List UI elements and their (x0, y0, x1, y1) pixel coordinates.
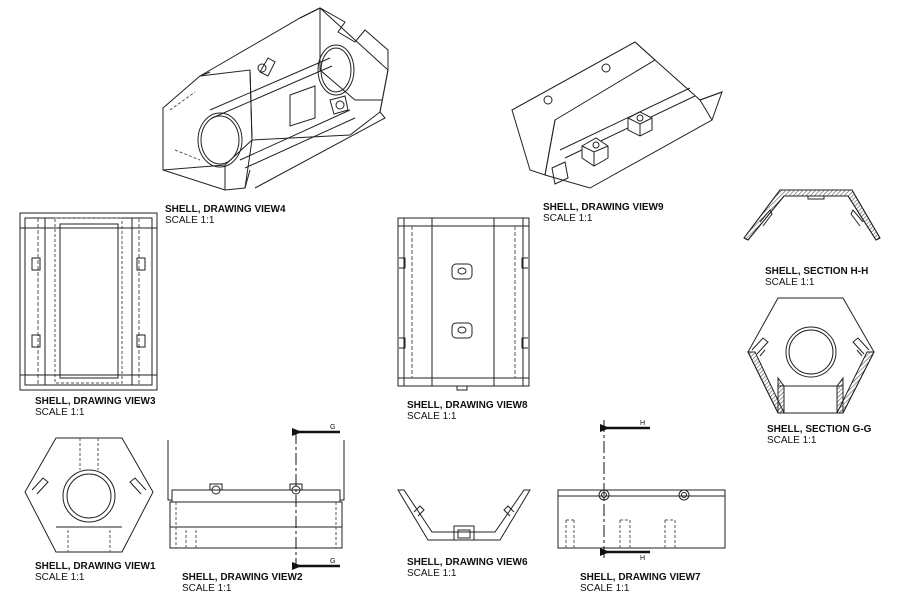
view9-title: SHELL, DRAWING VIEW9 (543, 202, 664, 213)
view2-title: SHELL, DRAWING VIEW2 (182, 572, 303, 583)
section-hh-title: SHELL, SECTION H-H (765, 266, 869, 277)
section-hh (743, 189, 881, 241)
section-gg-caption: SHELL, SECTION G-G SCALE 1:1 (767, 424, 871, 446)
view4-isometric (162, 7, 389, 191)
section-h-top-label: H (640, 420, 645, 427)
view8-title: SHELL, DRAWING VIEW8 (407, 400, 528, 411)
view6-title: SHELL, DRAWING VIEW6 (407, 557, 528, 568)
section-hh-caption: SHELL, SECTION H-H SCALE 1:1 (765, 266, 868, 288)
view8-bottom (397, 217, 530, 391)
view1-scale: SCALE 1:1 (35, 572, 85, 583)
view2-scale: SCALE 1:1 (182, 583, 232, 594)
view3-top (19, 212, 158, 391)
section-gg (747, 297, 875, 414)
view6-scale: SCALE 1:1 (407, 568, 457, 579)
view2-front (167, 440, 345, 549)
view1-end (24, 437, 154, 553)
view7-scale: SCALE 1:1 (580, 583, 630, 594)
view6-end (397, 489, 531, 541)
view9-scale: SCALE 1:1 (543, 213, 593, 224)
view1-caption: SHELL, DRAWING VIEW1 SCALE 1:1 (35, 561, 156, 583)
section-line-h (600, 420, 650, 560)
view2-caption: SHELL, DRAWING VIEW2 SCALE 1:1 (182, 572, 303, 594)
view9-isometric (511, 41, 723, 189)
view9-caption: SHELL, DRAWING VIEW9 SCALE 1:1 (543, 202, 664, 224)
section-g-top-label: G (330, 424, 335, 431)
view4-caption: SHELL, DRAWING VIEW4 SCALE 1:1 (165, 204, 286, 226)
section-gg-title: SHELL, SECTION G-G (767, 424, 872, 435)
view6-caption: SHELL, DRAWING VIEW6 SCALE 1:1 (407, 557, 528, 579)
view7-title: SHELL, DRAWING VIEW7 (580, 572, 701, 583)
view7-side (557, 489, 726, 549)
section-hh-scale: SCALE 1:1 (765, 277, 815, 288)
view1-title: SHELL, DRAWING VIEW1 (35, 561, 156, 572)
section-h-bottom-label: H (640, 555, 645, 562)
view8-caption: SHELL, DRAWING VIEW8 SCALE 1:1 (407, 400, 528, 422)
view3-scale: SCALE 1:1 (35, 407, 85, 418)
view4-scale: SCALE 1:1 (165, 215, 215, 226)
section-line-g (292, 428, 340, 570)
section-g-bottom-label: G (330, 558, 335, 565)
view3-title: SHELL, DRAWING VIEW3 (35, 396, 156, 407)
view3-caption: SHELL, DRAWING VIEW3 SCALE 1:1 (35, 396, 156, 418)
view4-title: SHELL, DRAWING VIEW4 (165, 204, 286, 215)
view7-caption: SHELL, DRAWING VIEW7 SCALE 1:1 (580, 572, 701, 594)
view8-scale: SCALE 1:1 (407, 411, 457, 422)
section-gg-scale: SCALE 1:1 (767, 435, 817, 446)
